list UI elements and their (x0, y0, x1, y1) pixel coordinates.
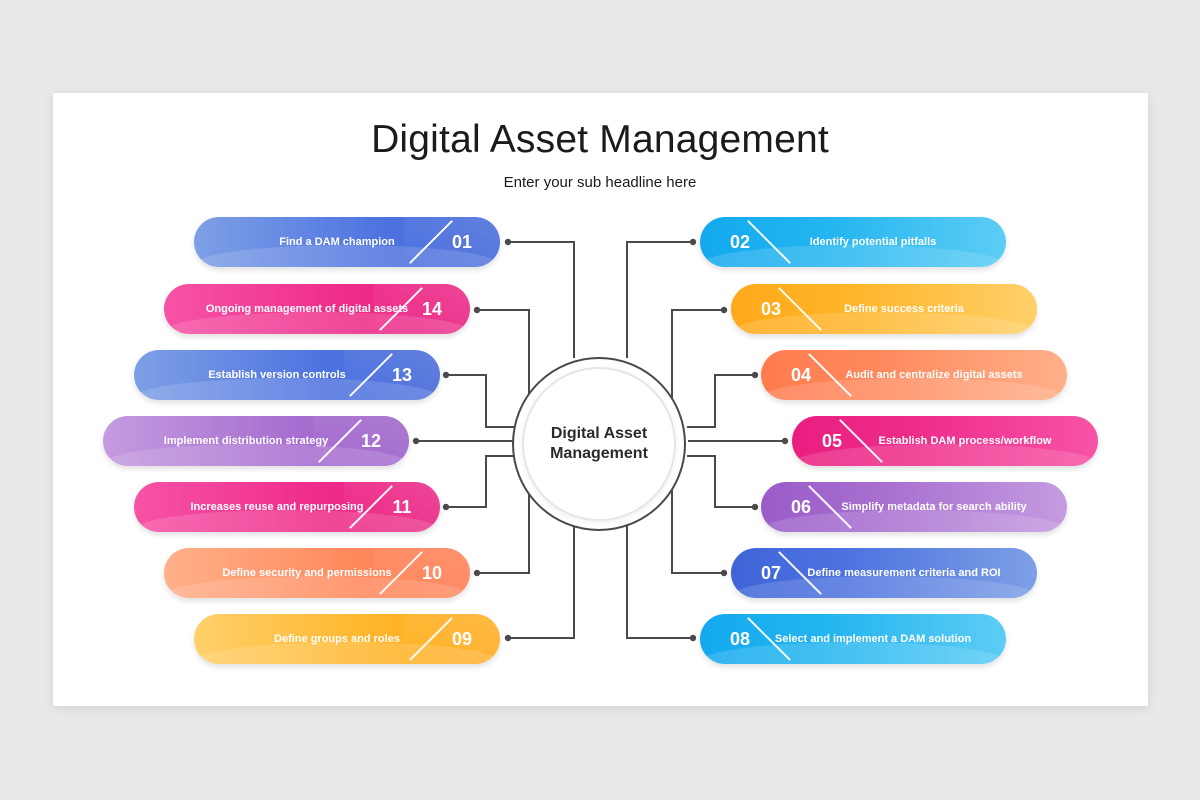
step-07: 07 Define measurement criteria and ROI (731, 548, 1037, 598)
step-05: 05 Establish DAM process/workflow (792, 416, 1098, 466)
step-12-label: Implement distribution strategy (163, 434, 329, 447)
step-10-number: 10 (421, 563, 443, 583)
step-11: Increases reuse and repurposing 11 (134, 482, 440, 532)
connector-11 (446, 455, 514, 508)
step-07-label: Define measurement criteria and ROI (807, 566, 1001, 579)
step-10: Define security and permissions 10 (164, 548, 470, 598)
connector-13 (446, 374, 514, 428)
center-hub-inner: Digital Asset Management (522, 367, 676, 521)
step-07-number: 07 (760, 563, 782, 583)
step-03-number: 03 (760, 299, 782, 319)
step-08-label: Select and implement a DAM solution (774, 632, 972, 645)
step-06-number: 06 (790, 497, 812, 517)
step-09-label: Define groups and roles (274, 632, 400, 645)
connector-03 (671, 309, 724, 400)
connector-06 (687, 455, 755, 508)
step-10-label: Define security and permissions (222, 566, 392, 579)
step-06-label: Simplify metadata for search ability (841, 500, 1027, 513)
step-13-label: Establish version controls (208, 368, 346, 381)
step-02: 02 Identify potential pitfalls (700, 217, 1006, 267)
step-11-label: Increases reuse and repurposing (190, 500, 364, 513)
connector-09 (508, 525, 575, 639)
connector-01 (508, 241, 575, 358)
step-13-number: 13 (391, 365, 413, 385)
connector-10 (477, 480, 530, 574)
step-03-label: Define success criteria (844, 302, 964, 315)
step-04: 04 Audit and centralize digital assets (761, 350, 1067, 400)
step-14: Ongoing management of digital assets 14 (164, 284, 470, 334)
connector-08 (626, 525, 693, 639)
connector-02 (626, 241, 693, 358)
step-02-number: 02 (729, 232, 751, 252)
slide-subtitle: Enter your sub headline here (503, 174, 697, 191)
step-04-number: 04 (790, 365, 812, 385)
slide-title: Digital Asset Management (371, 118, 829, 161)
step-01-number: 01 (451, 232, 473, 252)
step-01: Find a DAM champion 01 (194, 217, 500, 267)
step-03: 03 Define success criteria (731, 284, 1037, 334)
step-14-label: Ongoing management of digital assets (205, 302, 409, 315)
connector-14 (477, 309, 530, 400)
step-13: Establish version controls 13 (134, 350, 440, 400)
step-12-number: 12 (360, 431, 382, 451)
step-05-number: 05 (821, 431, 843, 451)
step-14-number: 14 (421, 299, 443, 319)
center-hub-label: Digital Asset Management (550, 425, 648, 462)
connector-07 (671, 480, 724, 574)
step-02-label: Identify potential pitfalls (809, 235, 937, 248)
step-09: Define groups and roles 09 (194, 614, 500, 664)
step-04-label: Audit and centralize digital assets (845, 368, 1023, 381)
step-05-label: Establish DAM process/workflow (878, 434, 1052, 447)
step-09-number: 09 (451, 629, 473, 649)
step-12: Implement distribution strategy 12 (103, 416, 409, 466)
step-08-number: 08 (729, 629, 751, 649)
step-01-label: Find a DAM champion (279, 235, 395, 248)
step-11-number: 11 (392, 497, 412, 517)
center-hub: Digital Asset Management (512, 357, 686, 531)
step-06: 06 Simplify metadata for search ability (761, 482, 1067, 532)
connector-04 (687, 374, 755, 428)
step-08: 08 Select and implement a DAM solution (700, 614, 1006, 664)
